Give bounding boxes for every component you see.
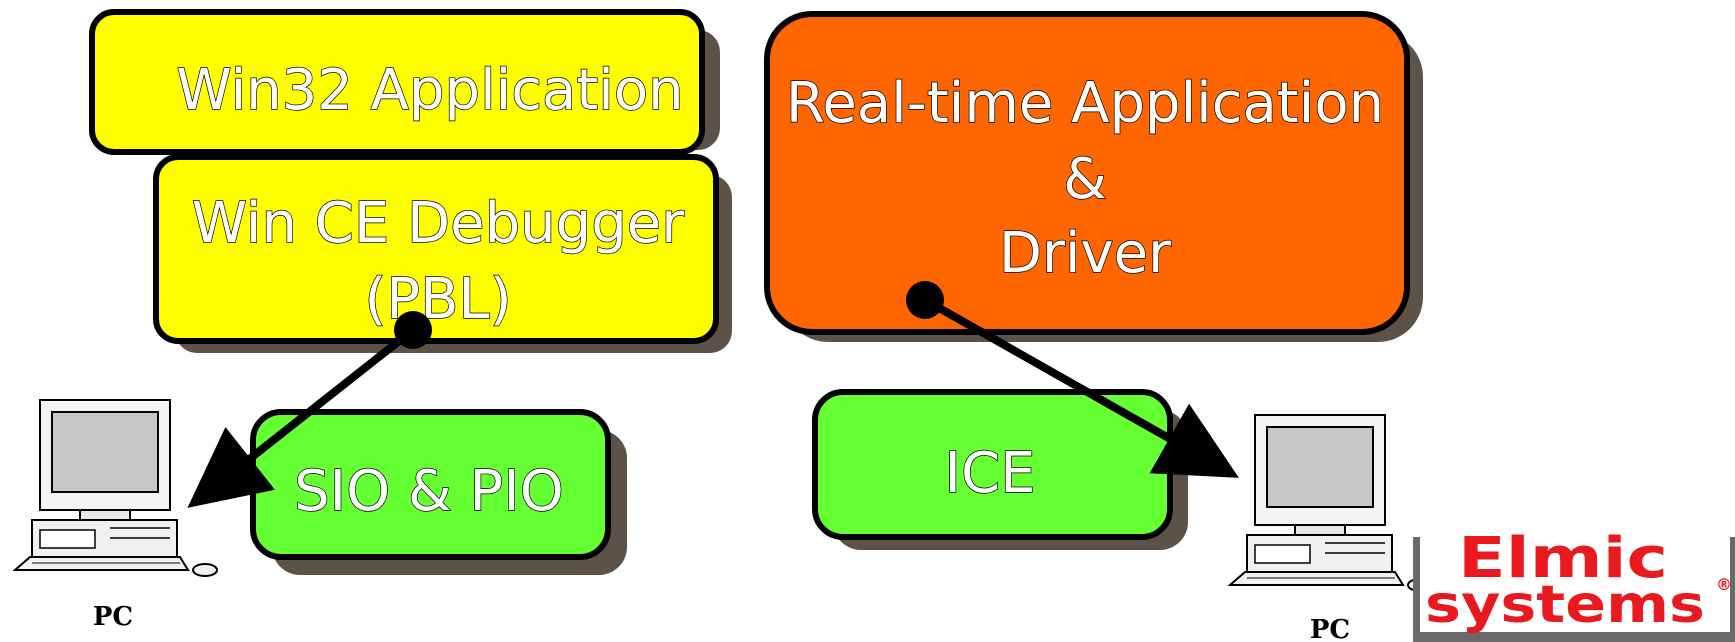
realtime-application-box: Real-time Application & Driver bbox=[764, 11, 1423, 342]
debugger-connection-dot bbox=[394, 311, 432, 349]
sio-pio-label: SIO & PIO bbox=[294, 459, 564, 524]
wince-debugger-box: Win CE Debugger (PBL) bbox=[153, 154, 732, 353]
ice-label: ICE bbox=[945, 441, 1036, 506]
registered-mark: ® bbox=[1716, 575, 1732, 594]
realtime-application-label: Real-time Application bbox=[786, 71, 1384, 136]
wince-debugger-label: Win CE Debugger bbox=[192, 191, 685, 256]
ice-box: ICE bbox=[812, 389, 1188, 550]
left-pc: PC bbox=[12, 399, 218, 632]
right-pc-label: PC bbox=[1310, 615, 1350, 642]
elmic-systems-logo: Elmic systems ® bbox=[1413, 526, 1735, 642]
realtime-connection-dot bbox=[906, 281, 944, 319]
computer-icon bbox=[12, 399, 218, 577]
left-pc-label: PC bbox=[93, 602, 133, 632]
systems-logo-text: systems bbox=[1425, 575, 1705, 635]
computer-icon bbox=[1227, 414, 1433, 592]
win32-application-box: Win32 Application bbox=[89, 9, 720, 155]
debugger-to-pc-arrow bbox=[187, 326, 416, 508]
ampersand-label: & bbox=[1063, 147, 1107, 212]
driver-label: Driver bbox=[999, 221, 1172, 286]
pbl-label: (PBL) bbox=[364, 267, 511, 332]
win32-application-label: Win32 Application bbox=[176, 58, 683, 123]
sio-pio-box: SIO & PIO bbox=[250, 409, 627, 575]
right-pc: PC bbox=[1227, 414, 1433, 642]
realtime-to-pc-arrow bbox=[923, 296, 1239, 478]
realtime-to-pc-connector bbox=[906, 281, 1239, 478]
debugger-to-pc-connector bbox=[187, 311, 432, 508]
elmic-logo-text: Elmic bbox=[1458, 526, 1668, 591]
